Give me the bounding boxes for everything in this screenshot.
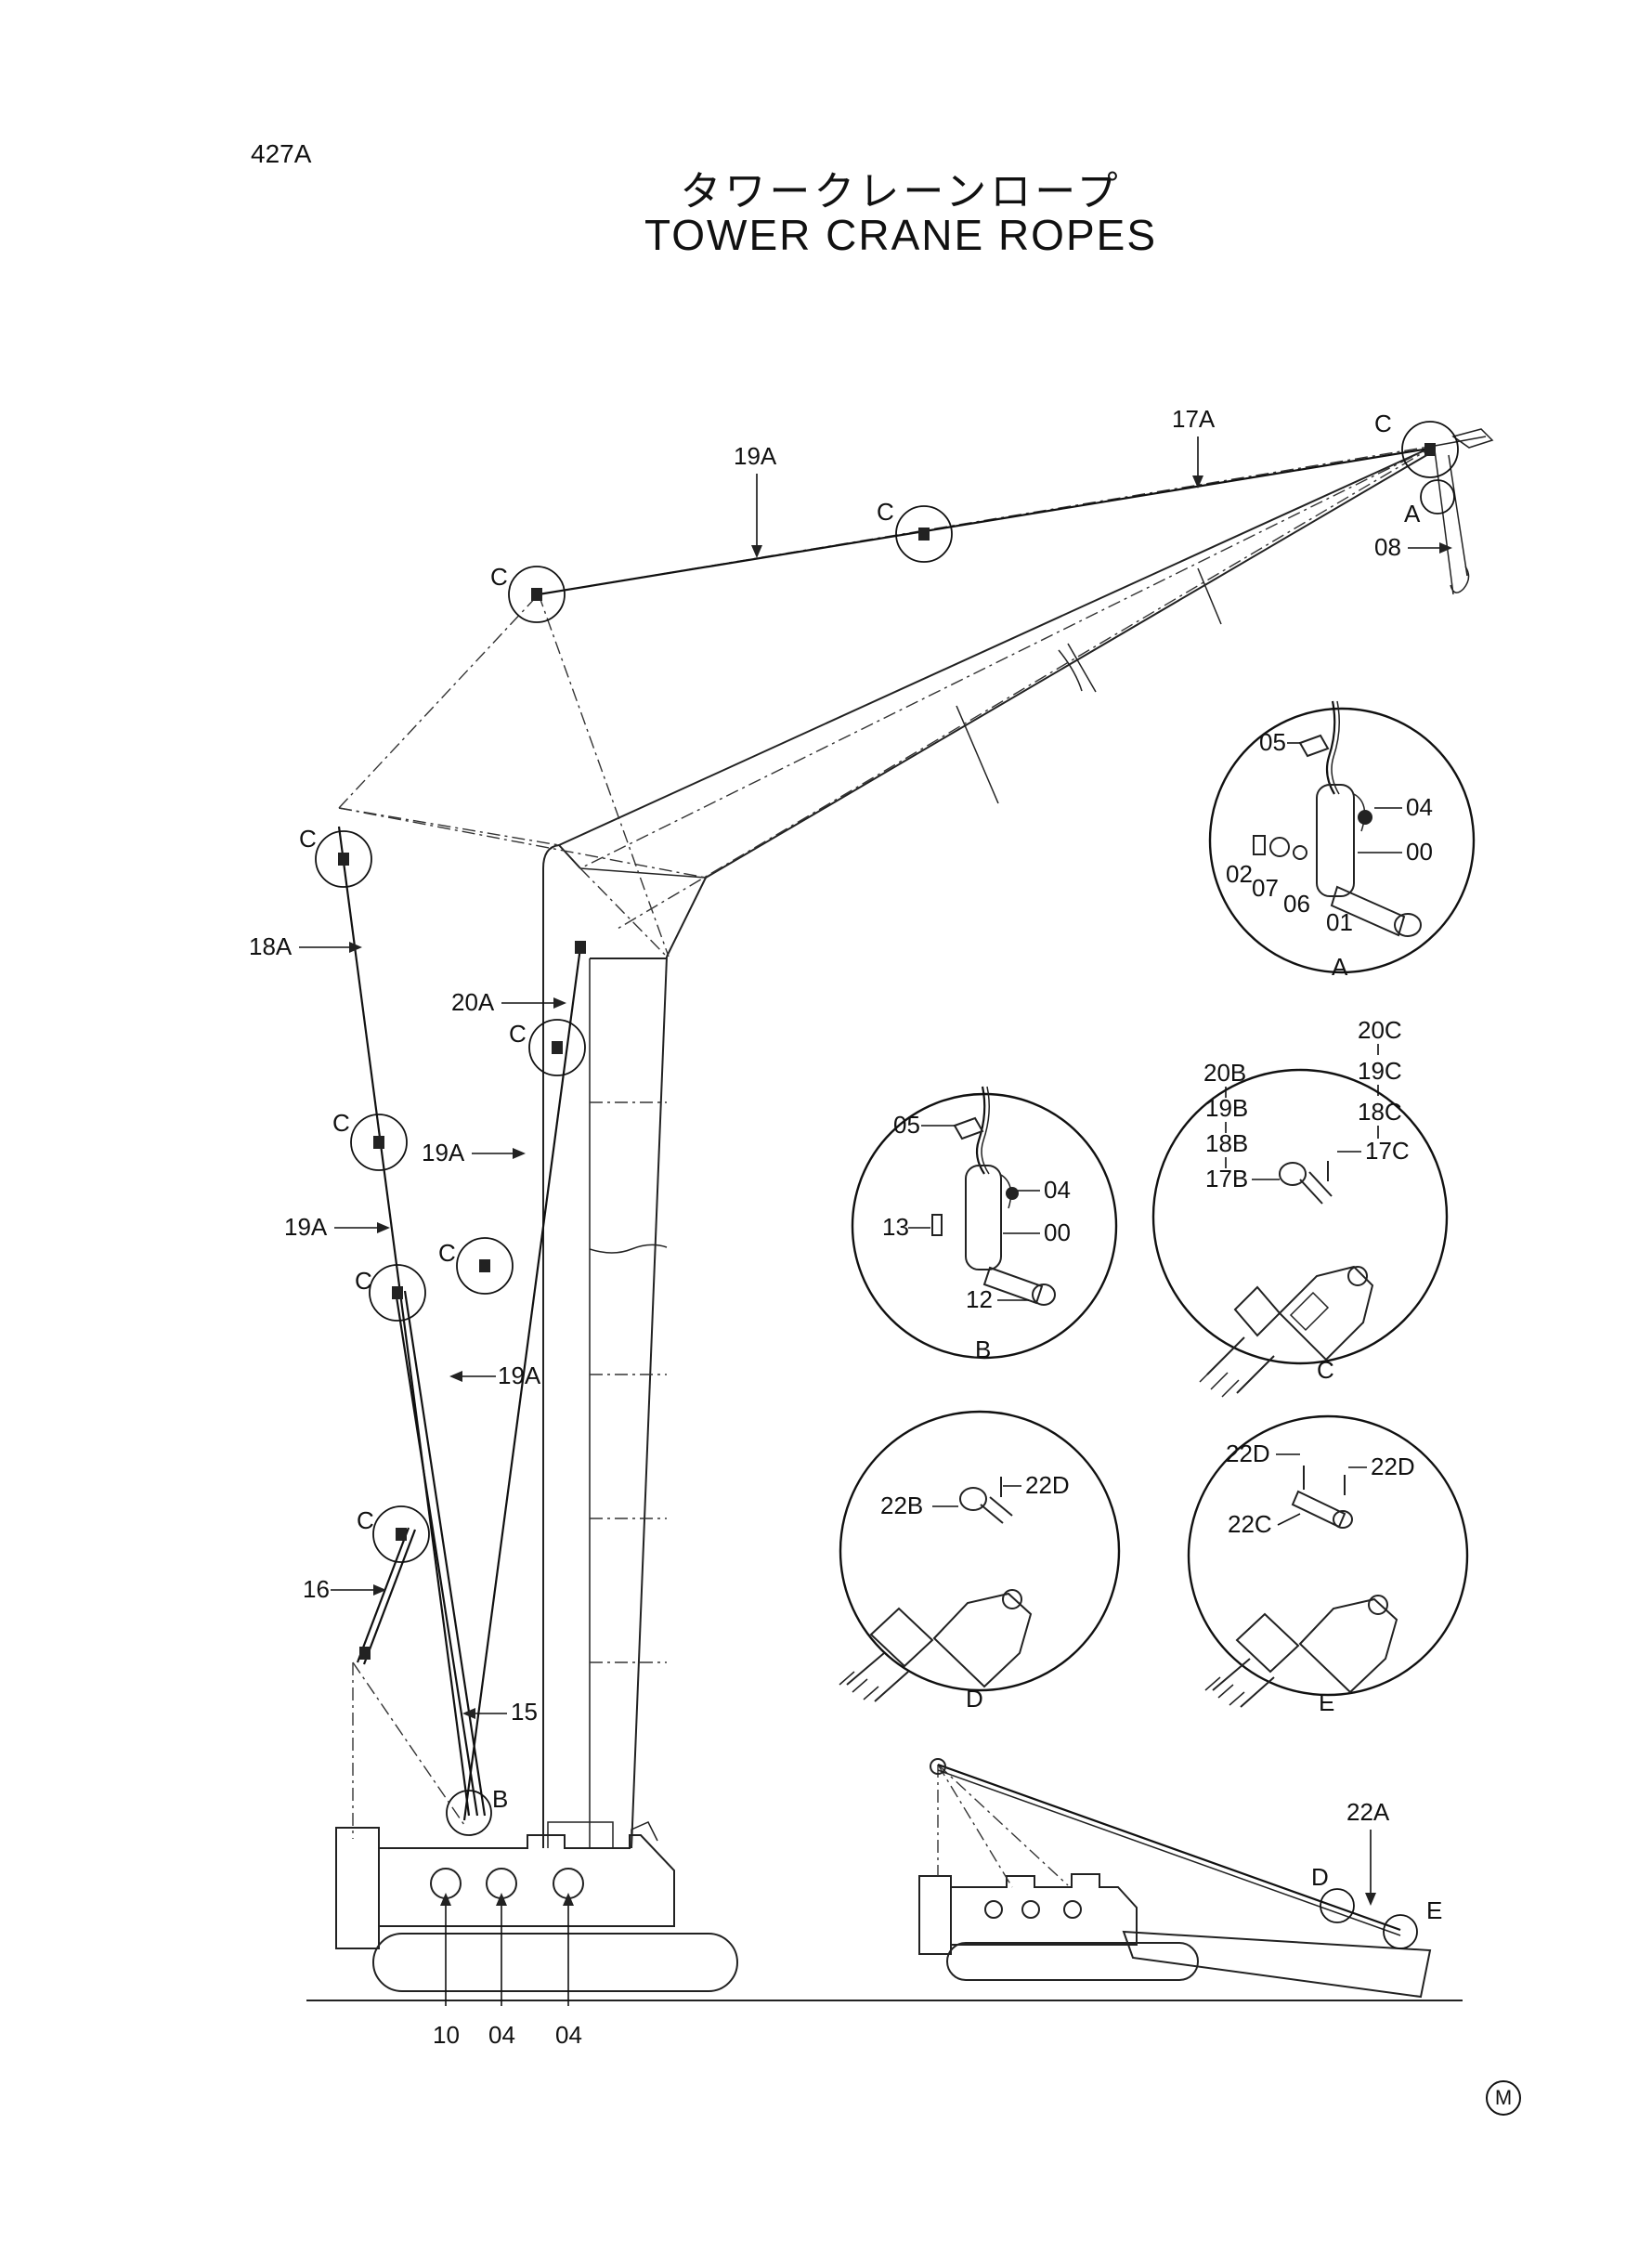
detail-e: 22D 22D 22C E (1187, 1414, 1469, 1716)
label-c: C (490, 563, 508, 591)
rope-16 (356, 1527, 410, 1663)
callout-16: 16 (303, 1575, 330, 1603)
label-c: C (438, 1239, 456, 1267)
callout-20a: 20A (451, 988, 495, 1016)
callout-19a-mid: 19A (422, 1139, 465, 1166)
detail-a-label-07: 07 (1252, 874, 1279, 902)
detail-c-label-20c: 20C (1358, 1016, 1402, 1044)
detail-a-label-00: 00 (1406, 838, 1433, 866)
detail-c-label-19b: 19B (1205, 1094, 1248, 1122)
marker-circle-c (528, 1019, 586, 1076)
detail-c-label-17c: 17C (1365, 1137, 1410, 1165)
label-d: D (1311, 1863, 1329, 1891)
detail-b-label-04: 04 (1044, 1176, 1071, 1204)
rope-17a-19a-top (538, 446, 1436, 596)
assembly-view: D E 22A (918, 1758, 1442, 1999)
label-b: B (492, 1785, 508, 1813)
detail-c: 20B 19B 18B 17B 20C 19C 18C 17C C (1151, 1016, 1449, 1398)
detail-e-label-22d-a: 22D (1226, 1440, 1270, 1467)
detail-b-label-05: 05 (893, 1111, 920, 1139)
callout-22a: 22A (1346, 1798, 1390, 1826)
label-c: C (355, 1267, 372, 1295)
callout-19a-left: 19A (284, 1213, 328, 1241)
label-c: C (332, 1109, 350, 1137)
rope-fittings (338, 443, 1436, 1660)
marker-circle-c (508, 566, 566, 623)
footer-mark: M (1486, 2080, 1521, 2116)
label-c: C (509, 1020, 527, 1048)
callout-04: 04 (488, 2021, 515, 2049)
detail-a: 05 04 00 02 07 06 01 A (1208, 700, 1476, 981)
detail-b-label-00: 00 (1044, 1218, 1071, 1246)
callout-15: 15 (511, 1698, 538, 1726)
detail-c-label-19c: 19C (1358, 1057, 1402, 1085)
label-c: C (877, 498, 894, 526)
callout-08: 08 (1374, 533, 1401, 561)
detail-a-label-06: 06 (1283, 890, 1310, 918)
marker-circle-b (446, 1790, 492, 1836)
detail-a-letter: A (1332, 953, 1348, 981)
strut-frame (338, 445, 1436, 1839)
detail-d-label-22b: 22B (880, 1492, 923, 1519)
crane-ropes (337, 446, 1436, 1821)
rope-18a-19a-left (337, 826, 471, 1817)
callout-10: 10 (433, 2021, 460, 2049)
detail-b-label-12: 12 (966, 1285, 993, 1313)
callout-17a: 17A (1172, 405, 1216, 433)
callout-18a: 18A (249, 932, 293, 960)
tower-mast (542, 843, 668, 1849)
callout-04: 04 (555, 2021, 582, 2049)
detail-circles (315, 421, 1459, 1836)
callouts: 17A 19A 08 18A 20A 19A 19A 19A 1 (249, 405, 1452, 2049)
detail-c-label-18b: 18B (1205, 1129, 1248, 1157)
marker-circle-c (315, 830, 372, 888)
callout-19a-top: 19A (734, 442, 777, 470)
detail-c-label-17b: 17B (1205, 1165, 1248, 1192)
detail-d-label-22d: 22D (1025, 1471, 1070, 1499)
detail-d-letter: D (966, 1685, 983, 1713)
marker-circle-c (350, 1114, 408, 1171)
detail-e-letter: E (1319, 1688, 1334, 1716)
callout-19a-low: 19A (498, 1362, 541, 1389)
label-a: A (1404, 500, 1421, 528)
detail-e-label-22d-b: 22D (1371, 1453, 1415, 1480)
label-e: E (1426, 1896, 1442, 1924)
marker-circle-c (369, 1264, 426, 1322)
page-code: 427A (251, 139, 312, 168)
marker-circle-c (1401, 421, 1459, 478)
detail-b: 05 04 13 00 12 B (851, 1086, 1118, 1363)
label-c: C (299, 825, 317, 853)
detail-b-label-13: 13 (882, 1213, 909, 1241)
title-english: TOWER CRANE ROPES (644, 211, 1157, 259)
marker-circle-c (372, 1505, 430, 1563)
detail-b-letter: B (975, 1335, 991, 1363)
marker-circle-c (895, 505, 953, 563)
detail-a-label-01: 01 (1326, 908, 1353, 936)
detail-a-label-04: 04 (1406, 793, 1433, 821)
label-c: C (1374, 410, 1392, 437)
detail-c-label-18c: 18C (1358, 1098, 1402, 1126)
rope-20a-19a-mid (462, 946, 582, 1821)
detail-d: 22D 22B D (839, 1410, 1121, 1713)
detail-c-letter: C (1317, 1356, 1334, 1384)
detail-e-label-22c: 22C (1228, 1510, 1272, 1538)
detail-c-label-20b: 20B (1203, 1059, 1246, 1087)
label-c: C (357, 1506, 374, 1534)
detail-a-label-02: 02 (1226, 860, 1253, 888)
marker-c-labels: C C C C C C C C C A B (299, 410, 1421, 1813)
tower-jib (558, 428, 1494, 958)
marker-circle-c (456, 1237, 514, 1295)
crane-base (335, 1821, 738, 1992)
title-japanese: タワークレーンロープ (680, 168, 1122, 215)
marker-circle-a (1420, 479, 1455, 515)
detail-a-label-05: 05 (1259, 728, 1286, 756)
